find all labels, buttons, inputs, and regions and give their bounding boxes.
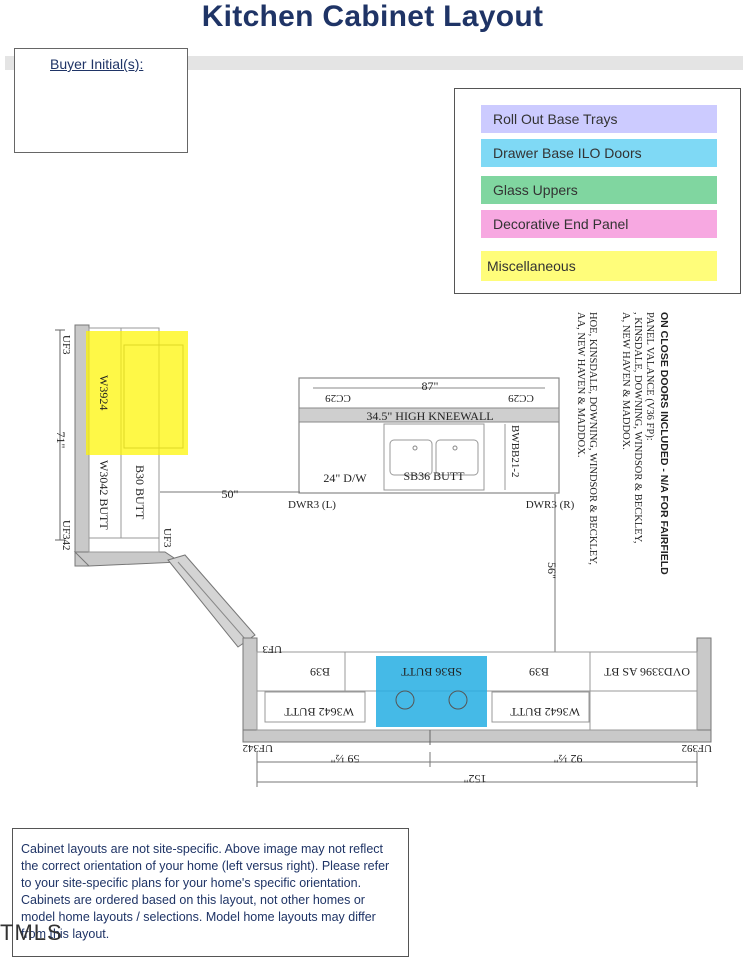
- label-w3042: W3042 BUTT: [97, 460, 111, 530]
- label-b39-left: B39: [310, 665, 330, 679]
- disclaimer-box: Cabinet layouts are not site-specific. A…: [12, 828, 409, 957]
- label-dwr3-left: DWR3 (L): [288, 499, 336, 511]
- misc-highlight-w3924: [86, 331, 188, 455]
- legend-item-glass-uppers: Glass Uppers: [481, 176, 717, 204]
- label-uf392: UF392: [681, 742, 712, 754]
- side-note-line-3: , KINSDALE, DOWNING, WINDSOR & BECKLEY,: [632, 312, 643, 543]
- drawer-base-highlight-sb36: [376, 656, 487, 727]
- header-divider-bar: [5, 56, 743, 70]
- watermark-logo: TMLS: [0, 920, 63, 945]
- dim-island-width: 87": [422, 379, 439, 393]
- dim-to-island: 50": [222, 487, 239, 501]
- island: CC29 CC29 87" 34.5" HIGH KNEEWALL 24" D/…: [160, 377, 575, 652]
- disclaimer-text: Cabinet layouts are not site-specific. A…: [21, 842, 390, 941]
- label-uf3-bottom: UF3: [262, 643, 282, 655]
- corner-diagonal: [167, 554, 256, 648]
- label-uf342-bottom: UF342: [242, 742, 273, 754]
- legend-item-drawer-base: Drawer Base ILO Doors: [481, 139, 717, 167]
- buyer-initials-box[interactable]: [14, 48, 188, 153]
- label-w3642-right: W3642 BUTT: [510, 705, 580, 719]
- dim-to-bottom: 56": [545, 562, 559, 579]
- label-island-sink: SB36 BUTT: [403, 469, 465, 483]
- legend-item-decorative-end-panel: Decorative End Panel: [481, 210, 717, 238]
- left-wall-run: 71" UF3 W3924 W3042 BUTT B30 BUTT UF342 …: [54, 324, 188, 567]
- label-ovd3396: OVD3396 AS BT: [603, 665, 690, 679]
- label-left-uf3-top: UF3: [60, 335, 72, 355]
- label-w3924: W3924: [97, 375, 111, 410]
- label-cc29-left: CC29: [325, 392, 351, 404]
- side-note-line-5: HOE, KINSDALE, DOWNING, WINDSOR & BECKLE…: [587, 312, 598, 565]
- page-title: Kitchen Cabinet Layout: [201, 0, 544, 33]
- label-kneewall: 34.5" HIGH KNEEWALL: [366, 409, 493, 423]
- label-b39-right: B39: [529, 665, 549, 679]
- label-uf342-left: UF342: [60, 520, 72, 551]
- dim-bottom-total: 152": [463, 772, 486, 786]
- dim-left-wall: 71": [54, 432, 68, 449]
- bottom-wall-run: UF3 B39 SB36 BUTT B39 OVD3396 AS BT W364…: [242, 637, 712, 787]
- label-b30: B30 BUTT: [133, 465, 147, 520]
- buyer-initials-label: Buyer Initial(s):: [50, 56, 144, 72]
- legend-item-roll-out-base-trays: Roll Out Base Trays: [481, 105, 717, 133]
- label-bottom-sink: SB36 BUTT: [400, 665, 462, 679]
- dim-bottom-right: 92 ½": [553, 752, 582, 766]
- side-note-line-1: ON CLOSE DOORS INCLUDED - N/A FOR FAIRFI…: [658, 312, 670, 575]
- side-note: ON CLOSE DOORS INCLUDED - N/A FOR FAIRFI…: [575, 312, 670, 575]
- label-dwr3-right: DWR3 (R): [526, 499, 575, 511]
- dim-bottom-left: 59 ½": [330, 752, 359, 766]
- label-cc29-right: CC29: [508, 392, 534, 404]
- side-note-line-4: A, NEW HAVEN & MADDOX.: [620, 312, 631, 450]
- legend-item-miscellaneous: Miscellaneous: [481, 251, 717, 281]
- side-note-line-6: AA, NEW HAVEN & MADDOX.: [575, 312, 586, 457]
- label-dishwasher: 24" D/W: [323, 471, 367, 485]
- side-note-line-2: PANEL VALANCE (V36 FP):: [644, 312, 655, 441]
- label-bwbb21: BWBB21-2: [509, 425, 521, 478]
- floor-plan: 71" UF3 W3924 W3042 BUTT B30 BUTT UF342 …: [54, 312, 712, 787]
- label-uf3-corner: UF3: [161, 528, 173, 548]
- label-w3642-left: W3642 BUTT: [284, 705, 354, 719]
